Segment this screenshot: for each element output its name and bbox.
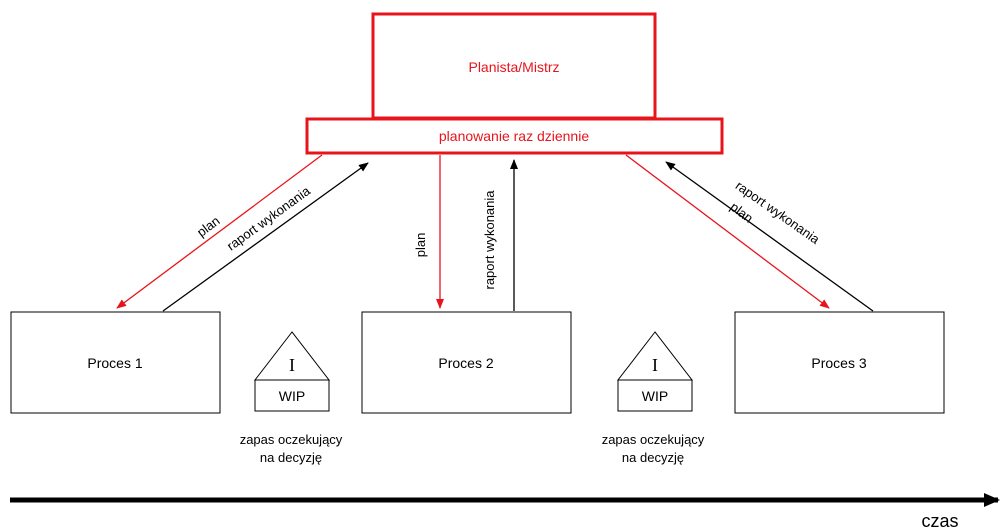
- planning-frequency-label: planowanie raz dziennie: [439, 128, 589, 144]
- report-arrow-1: [162, 162, 369, 312]
- process-2-label: Proces 2: [438, 355, 493, 371]
- report-label-2: raport wykonania: [482, 190, 497, 290]
- time-axis-label: czas: [921, 511, 958, 531]
- inventory-caption-1a: zapas oczekujący: [240, 432, 343, 447]
- inventory-caption-2a: zapas oczekujący: [602, 432, 705, 447]
- inventory-icon-2: I WIP: [616, 331, 694, 412]
- process-box-3: Proces 3: [734, 311, 945, 414]
- process-3-label: Proces 3: [811, 355, 866, 371]
- inventory-caption-2b: na decyzję: [622, 450, 684, 465]
- process-box-1: Proces 1: [10, 311, 221, 414]
- planner-box: Planista/Mistrz: [371, 12, 657, 120]
- plan-label-2: plan: [413, 233, 428, 258]
- plan-label-1: plan: [194, 213, 223, 240]
- plan-arrow-3: [625, 154, 830, 309]
- wip-label-2: WIP: [642, 388, 668, 404]
- report-arrow-3: [665, 161, 874, 312]
- inventory-caption-1b: na decyzję: [260, 450, 322, 465]
- wip-label-1: WIP: [279, 388, 305, 404]
- planning-frequency-box: planowanie raz dziennie: [305, 117, 724, 155]
- process-1-label: Proces 1: [87, 355, 142, 371]
- process-box-2: Proces 2: [361, 311, 572, 414]
- plan-arrow-1: [116, 154, 323, 309]
- inventory-symbol-2: I: [652, 355, 658, 375]
- inventory-symbol-1: I: [289, 355, 295, 375]
- inventory-icon-1: I WIP: [253, 331, 331, 412]
- planner-title: Planista/Mistrz: [468, 59, 559, 75]
